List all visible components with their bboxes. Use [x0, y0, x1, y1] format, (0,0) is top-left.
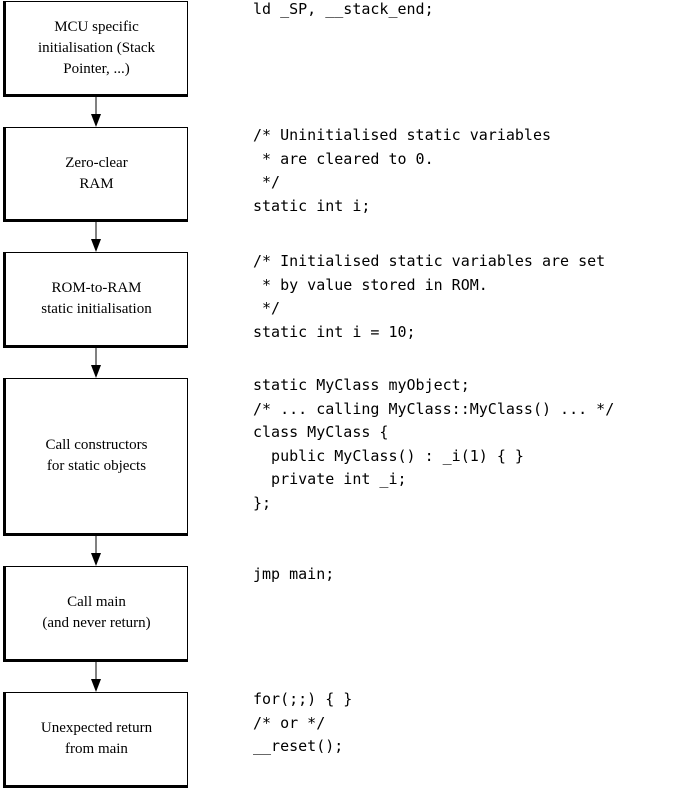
- step-label-mcu-init: MCU specific initialisation (Stack Point…: [37, 18, 156, 77]
- step-box-call-constructors: Call constructors for static objects: [3, 378, 188, 536]
- step-label-call-constructors: Call constructors for static objects: [45, 437, 148, 474]
- code-snippet-call-constructors: static MyClass myObject; /* ... calling …: [253, 376, 615, 512]
- step-label-rom-to-ram: ROM-to-RAM static initialisation: [41, 280, 152, 317]
- flow-arrow-5: [90, 662, 102, 692]
- step-label-zero-clear-ram: Zero-clear RAM: [65, 154, 128, 192]
- step-box-zero-clear-ram: Zero-clear RAM: [3, 127, 188, 222]
- step-box-unexpected-return: Unexpected return from main: [3, 692, 188, 788]
- step-box-rom-to-ram: ROM-to-RAM static initialisation: [3, 252, 188, 348]
- flow-arrow-2: [90, 222, 102, 252]
- code-snippet-unexpected-return: for(;;) { } /* or */ __reset();: [253, 690, 353, 755]
- step-label-call-main: Call main (and never return): [42, 594, 151, 631]
- flow-arrow-1: [90, 97, 102, 127]
- step-box-mcu-init: MCU specific initialisation (Stack Point…: [3, 1, 188, 97]
- flow-arrow-4: [90, 536, 102, 566]
- flow-arrow-3: [90, 348, 102, 378]
- code-snippet-zero-clear-ram: /* Uninitialised static variables * are …: [253, 126, 552, 215]
- step-box-call-main: Call main (and never return): [3, 566, 188, 662]
- code-snippet-call-main: jmp main;: [253, 565, 335, 583]
- code-snippet-mcu-init: ld _SP, __stack_end;: [253, 0, 434, 18]
- step-label-unexpected-return: Unexpected return from main: [40, 720, 153, 757]
- code-snippet-rom-to-ram: /* Initialised static variables are set …: [253, 252, 606, 341]
